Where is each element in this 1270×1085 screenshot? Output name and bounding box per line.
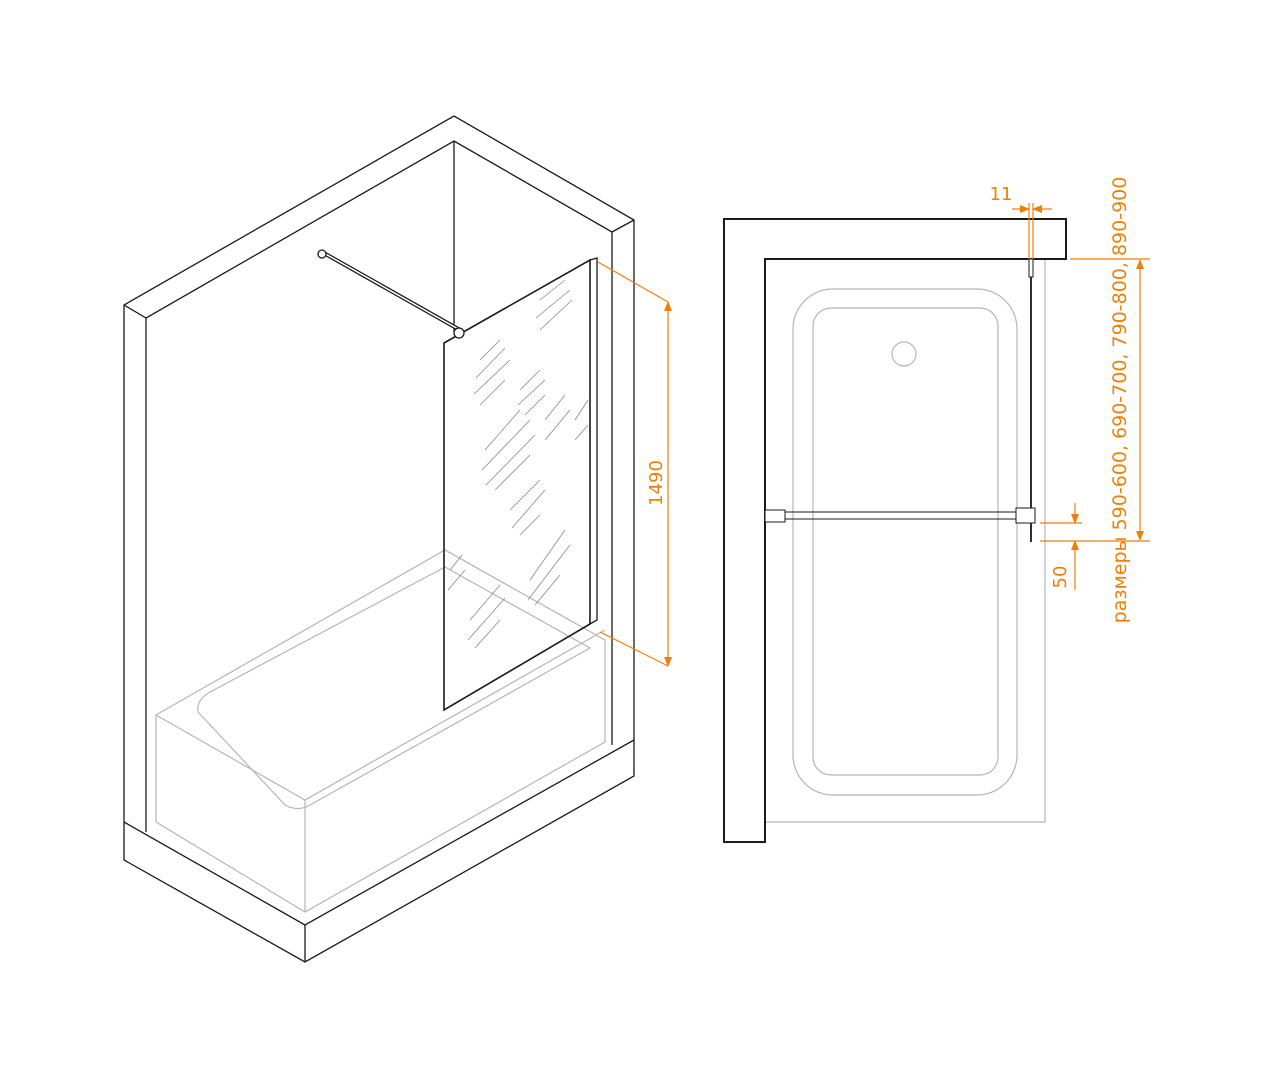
drain-icon <box>891 341 917 367</box>
walls <box>123 115 635 963</box>
glass-pattern <box>447 279 589 649</box>
bathtub <box>155 549 606 913</box>
plan-view <box>723 218 1067 843</box>
plan-wall <box>723 218 1067 843</box>
sizes-label: размеры 590-600, 690-700, 790-800, 890-9… <box>1109 177 1131 624</box>
profile-dimension-label: 11 <box>990 184 1013 205</box>
plan-support-bar <box>770 511 1020 520</box>
support-rod <box>317 249 465 339</box>
bottom-offset-label: 50 <box>1050 566 1071 589</box>
height-dimension-label: 1490 <box>646 460 667 506</box>
plan-tub <box>765 258 1046 823</box>
plan-dimensions <box>1012 203 1150 590</box>
isometric-view <box>123 115 635 963</box>
glass-panel <box>443 257 598 712</box>
plan-tub-basin <box>812 307 999 776</box>
height-dimension <box>597 261 672 667</box>
plan-tub-rim <box>792 288 1018 796</box>
